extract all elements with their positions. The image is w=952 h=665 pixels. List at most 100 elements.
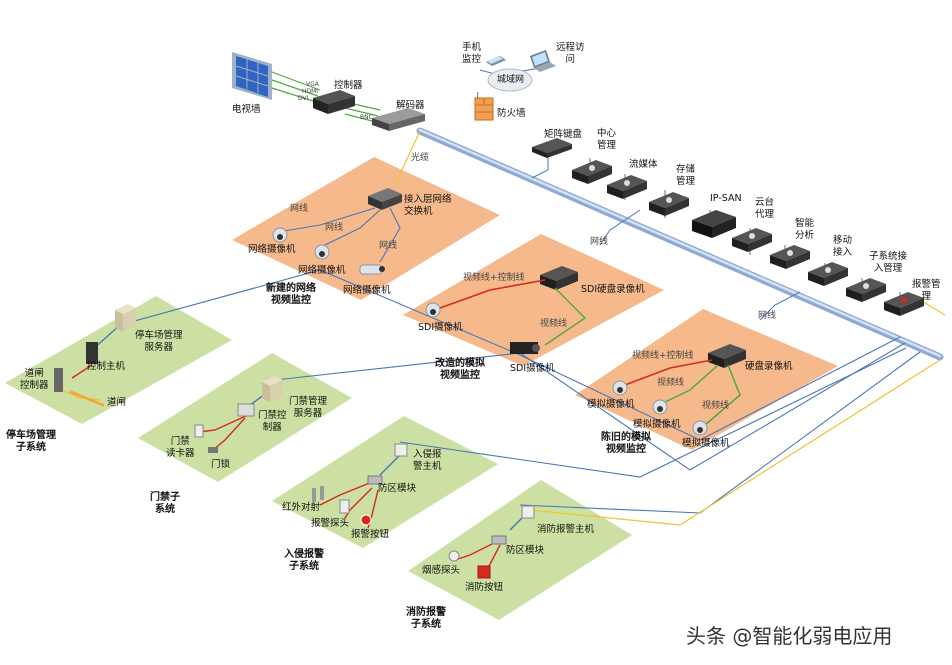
analog-wires [624, 359, 741, 426]
network-camera-icons [272, 227, 385, 275]
intrusion-host-icon [394, 443, 408, 457]
label-smoke-detector: 烟感探头 [422, 565, 461, 576]
label-analog-cam2: 模拟摄像机 [633, 419, 681, 430]
alarm-probe-icon [339, 499, 350, 514]
access-switch-icon [368, 188, 402, 210]
title-new-network: 新建的网络 视频监控 [266, 283, 316, 306]
fire-host-icon [521, 505, 535, 519]
sdi-camera-icons [425, 302, 540, 354]
label-access-server: 门禁管理 服务器 [289, 396, 328, 419]
label-fire-button: 消防按钮 [465, 582, 504, 593]
backbone-bus-highlight [418, 128, 942, 358]
label-alarm-mgmt: 报警管 理 [912, 279, 941, 302]
label-alarm-button: 报警按钮 [351, 529, 390, 540]
alarm-yellow-link [919, 299, 946, 316]
label-sdi-recorder: SDI硬盘录像机 [581, 284, 645, 295]
sdi-green-line [544, 287, 587, 346]
phone-icon [486, 56, 506, 66]
card-reader-icon [194, 424, 204, 438]
label-alarm-probe: 报警探头 [311, 518, 350, 529]
dvr-icon [708, 344, 746, 368]
title-analog: 陈旧的模拟 视频监控 [601, 432, 651, 455]
watermark: 头条 @智能化弱电应用 [686, 624, 893, 648]
fire-button-icon [477, 565, 491, 579]
zone-intrusion [272, 416, 498, 548]
intrusion-wires [319, 454, 401, 529]
label-access-controller: 门禁控 制器 [258, 410, 287, 433]
alarm-button-icon [360, 514, 372, 526]
label-ir-beam: 红外对射 [282, 502, 321, 513]
label-smart-analysis: 智能 分析 [795, 218, 815, 241]
label-ptz-proxy: 云台 代理 [755, 197, 775, 220]
av-cables [271, 71, 381, 123]
label-center-mgmt: 中心 管理 [597, 128, 617, 151]
sdi-recorder-icon [540, 266, 578, 290]
label-subsys-access: 子系统接 入管理 [869, 251, 908, 274]
label-firewall: 防火墙 [497, 108, 526, 119]
label-storage-mgmt: 存储 管理 [676, 164, 696, 187]
fire-yellow-link [529, 359, 941, 526]
intrusion-zone-icon [367, 475, 383, 485]
parking-server-icon [115, 304, 136, 332]
controller-icon [313, 90, 355, 114]
label-sdi-uplink: 网线 [590, 237, 609, 247]
label-fire-host: 消防报警主机 [537, 524, 595, 535]
new-network-wires [277, 207, 401, 263]
title-fire: 消防报警 子系统 [406, 607, 446, 630]
label-sdi-cam1: SDI摄像机 [418, 322, 463, 333]
laptop-icon [530, 50, 556, 72]
label-network-cam3: 网络摄像机 [343, 285, 391, 296]
label-wan: 城域网 [497, 75, 525, 85]
title-intrusion: 入侵报警 子系统 [284, 549, 324, 572]
label-analog-cam3: 模拟摄像机 [682, 438, 730, 449]
label-card-reader: 门禁 读卡器 [166, 436, 195, 459]
label-sdi-video: 视频线 [540, 319, 568, 329]
label-remote: 远程访 问 [556, 42, 585, 65]
label-dvr: 硬盘录像机 [745, 361, 793, 372]
gate-barrier-icon [70, 390, 104, 407]
ir-beam-icon [312, 486, 324, 502]
label-analog-video-ctrl: 视频线+控制线 [632, 351, 694, 361]
label-ipsan: IP-SAN [710, 193, 742, 204]
gate-controller-icon [54, 368, 63, 392]
parking-host-icon [86, 342, 98, 364]
zone-analog [575, 309, 838, 450]
label-vga: VGA [306, 81, 319, 88]
smoke-detector-icon [448, 550, 460, 562]
label-controller: 控制器 [334, 80, 363, 91]
label-mobile: 手机 监控 [462, 42, 482, 65]
wan-cloud-icon [487, 68, 533, 92]
label-new-wire3: 网线 [379, 241, 398, 251]
label-mobile-access: 移动 接入 [833, 235, 853, 258]
backbone-devices [572, 160, 924, 316]
label-parking-host: 控制主机 [87, 361, 126, 372]
matrix-keyboard-icon [532, 138, 572, 158]
sdi-red-line [439, 279, 546, 309]
label-hdmi: HDMI [302, 88, 319, 95]
label-door-lock: 门锁 [211, 459, 231, 470]
access-controller-icon [237, 403, 255, 417]
firewall-icon [474, 97, 494, 121]
zone-new-network [232, 157, 500, 300]
label-access-switch: 接入层网络 交换机 [404, 194, 452, 217]
label-network-cam2: 网络摄像机 [298, 265, 346, 276]
label-new-wire1: 网线 [290, 204, 309, 214]
access-server-icon [262, 376, 283, 402]
title-parking: 停车场管理 子系统 [6, 430, 56, 453]
label-new-wire2: 网线 [325, 223, 344, 233]
label-parking-server: 停车场管理 服务器 [135, 330, 183, 353]
fiber-line [394, 130, 421, 186]
label-analog-cam1: 模拟摄像机 [587, 399, 635, 410]
label-bnc: BNC [360, 114, 373, 121]
label-matrix-keyboard: 矩阵键盘 [544, 129, 583, 140]
label-gate-controller: 道闸 控制器 [20, 368, 49, 391]
label-analog-video1: 视频线 [657, 378, 685, 388]
label-intrusion-zone: 防区模块 [378, 483, 417, 494]
title-access: 门禁子 系统 [150, 492, 180, 515]
label-streaming: 流媒体 [629, 159, 658, 170]
label-gate: 道闸 [107, 397, 127, 408]
title-sdi: 改造的模拟 视频监控 [435, 358, 485, 381]
tv-wall-icon [232, 52, 272, 100]
